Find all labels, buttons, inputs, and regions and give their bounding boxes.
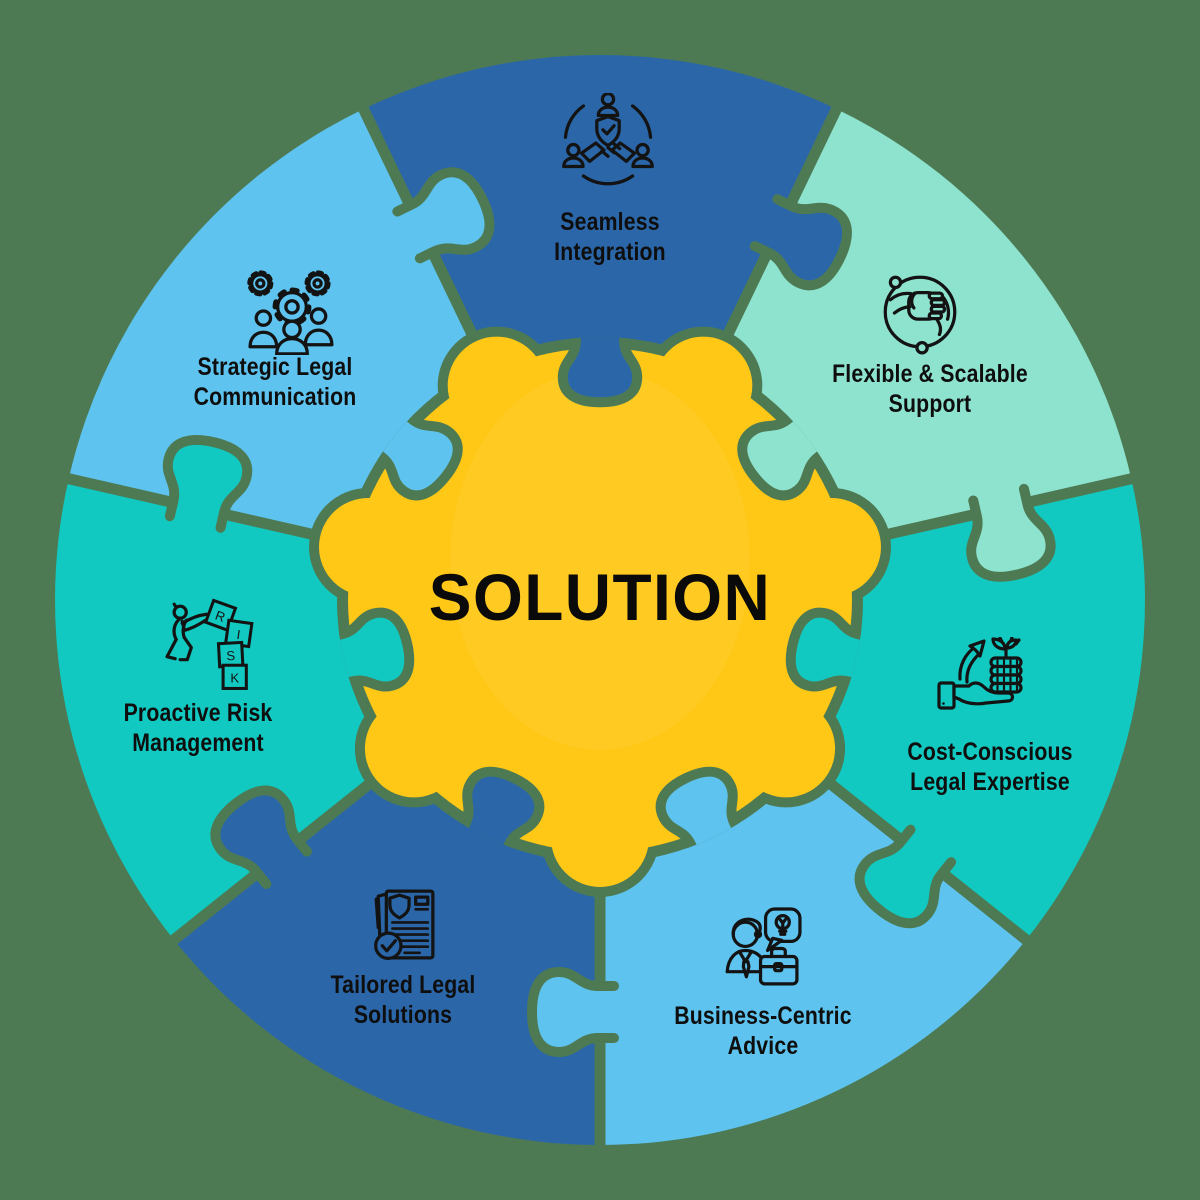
svg-text:S: S (226, 648, 236, 663)
label-line: Business-Centric (674, 1002, 852, 1030)
svg-text:K: K (230, 670, 239, 685)
label-line: Management (132, 729, 264, 757)
risk-blocks-icon: R I S K (159, 587, 265, 698)
label-line: Tailored Legal (330, 971, 476, 999)
team-gears-icon (246, 268, 338, 360)
segment-label-proactive-risk-management: Proactive Risk Management (124, 698, 273, 758)
segment-label-cost-conscious-legal-expertise: Cost-Conscious Legal Expertise (907, 737, 1072, 797)
label-line: Communication (193, 383, 357, 411)
label-line: Seamless (560, 208, 660, 236)
team-handshake-icon (552, 92, 664, 195)
label-line: Legal Expertise (910, 768, 1070, 796)
verified-document-icon (359, 884, 445, 975)
segment-label-business-centric-advice: Business-Centric Advice (674, 1001, 852, 1061)
label-line: Advice (727, 1032, 799, 1060)
helping-hands-icon (874, 266, 966, 363)
savings-growth-icon (934, 635, 1034, 737)
segment-label-strategic-legal-communication: Strategic Legal Communication (194, 352, 357, 412)
label-line: Strategic Legal (197, 353, 353, 381)
segment-label-tailored-legal-solutions: Tailored Legal Solutions (331, 970, 476, 1030)
segment-label-seamless-integration: Seamless Integration (554, 207, 666, 267)
center-title: SOLUTION (428, 559, 772, 634)
segment-label-flexible-scalable-support: Flexible & Scalable Support (832, 359, 1028, 419)
label-line: Support (888, 390, 972, 418)
svg-text:I: I (236, 627, 242, 642)
label-line: Integration (554, 238, 666, 266)
label-line: Cost-Conscious (907, 738, 1073, 766)
label-line: Flexible & Scalable (832, 360, 1028, 388)
label-line: Solutions (353, 1001, 453, 1029)
label-line: Proactive Risk (123, 699, 273, 727)
business-advisor-icon (709, 905, 805, 1006)
